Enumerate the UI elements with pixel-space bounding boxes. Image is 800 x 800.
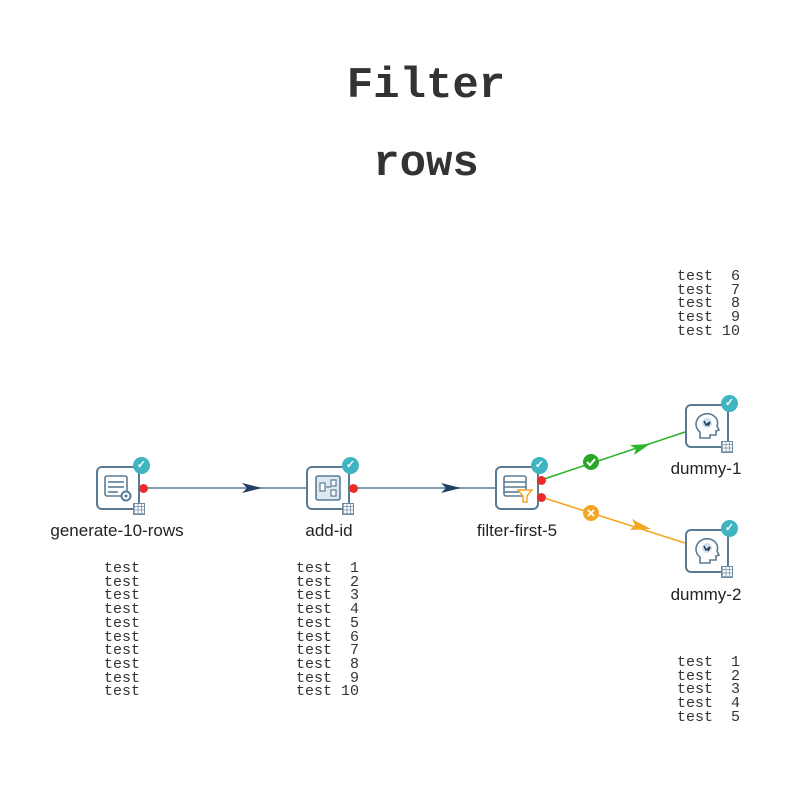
output-row: test 9 (296, 669, 360, 687)
output-row: test 5 (677, 708, 741, 726)
node-label-add-id: add-id (305, 521, 353, 540)
output-row: test 7 (296, 642, 360, 660)
output-row: test 1 (677, 654, 741, 671)
output-row: test (104, 560, 141, 577)
node-dummy-1[interactable] (685, 404, 729, 448)
output-row: test 10 (677, 322, 741, 340)
add-sequence-icon (315, 475, 341, 501)
output-row: test (104, 628, 141, 646)
title-line-2: rows (373, 139, 479, 189)
table-grid-icon[interactable] (133, 503, 145, 515)
hop-true-icon (583, 454, 599, 470)
output-row: test (104, 683, 141, 701)
output-row: test 3 (296, 587, 360, 605)
hop-filter-to-dummy-2-false[interactable] (540, 496, 686, 544)
generate-rows-icon (104, 475, 132, 502)
hop-arrow-icon (630, 444, 650, 455)
status-ok-icon: ✓ (133, 457, 150, 474)
output-row: test 8 (296, 655, 360, 673)
hop-arrow-icon (242, 483, 262, 493)
dummy-head-icon (695, 537, 721, 564)
hop-filter-to-dummy-1-true[interactable] (540, 431, 686, 481)
output-row: test (104, 655, 141, 673)
output-row: test 2 (296, 573, 360, 591)
node-label-filter: filter-first-5 (476, 521, 558, 540)
filter-rows-icon (503, 475, 533, 503)
node-filter-first-5[interactable] (495, 466, 539, 510)
output-row: test 1 (296, 560, 360, 577)
table-grid-icon[interactable] (721, 441, 733, 453)
output-row: test (104, 614, 141, 632)
node-label-dummy-1: dummy-1 (670, 459, 742, 478)
table-grid-icon[interactable] (721, 566, 733, 578)
dummy-head-icon (695, 412, 721, 439)
output-row: test 7 (677, 281, 741, 299)
node-add-id[interactable] (306, 466, 350, 510)
output-port-true[interactable] (537, 476, 546, 485)
output-row: test (104, 573, 141, 591)
table-grid-icon[interactable] (342, 503, 354, 515)
output-row: test 8 (677, 295, 741, 313)
output-row: test 4 (677, 695, 741, 713)
output-port-false[interactable] (537, 493, 546, 502)
output-row: test 4 (296, 601, 360, 619)
output-row: test (104, 642, 141, 660)
output-row: test 6 (677, 268, 741, 285)
node-label-generate: generate-10-rows (50, 521, 184, 540)
status-ok-icon: ✓ (721, 520, 738, 537)
node-dummy-2[interactable] (685, 529, 729, 573)
output-port[interactable] (139, 484, 148, 493)
title-line-1: Filter (346, 61, 506, 111)
output-row: test 9 (677, 309, 741, 327)
output-row: test 10 (296, 683, 360, 701)
node-label-dummy-2: dummy-2 (670, 585, 742, 604)
output-port[interactable] (349, 484, 358, 493)
output-row: test 6 (296, 628, 360, 646)
output-row: test (104, 587, 141, 605)
status-ok-icon: ✓ (531, 457, 548, 474)
output-row: test (104, 669, 141, 687)
status-ok-icon: ✓ (342, 457, 359, 474)
output-row: test 2 (677, 667, 741, 685)
hop-arrow-icon (441, 483, 461, 493)
output-row: test 5 (296, 614, 360, 632)
status-ok-icon: ✓ (721, 395, 738, 412)
output-row: test (104, 601, 141, 619)
output-row: test 3 (677, 681, 741, 699)
hop-arrow-icon (630, 519, 651, 530)
